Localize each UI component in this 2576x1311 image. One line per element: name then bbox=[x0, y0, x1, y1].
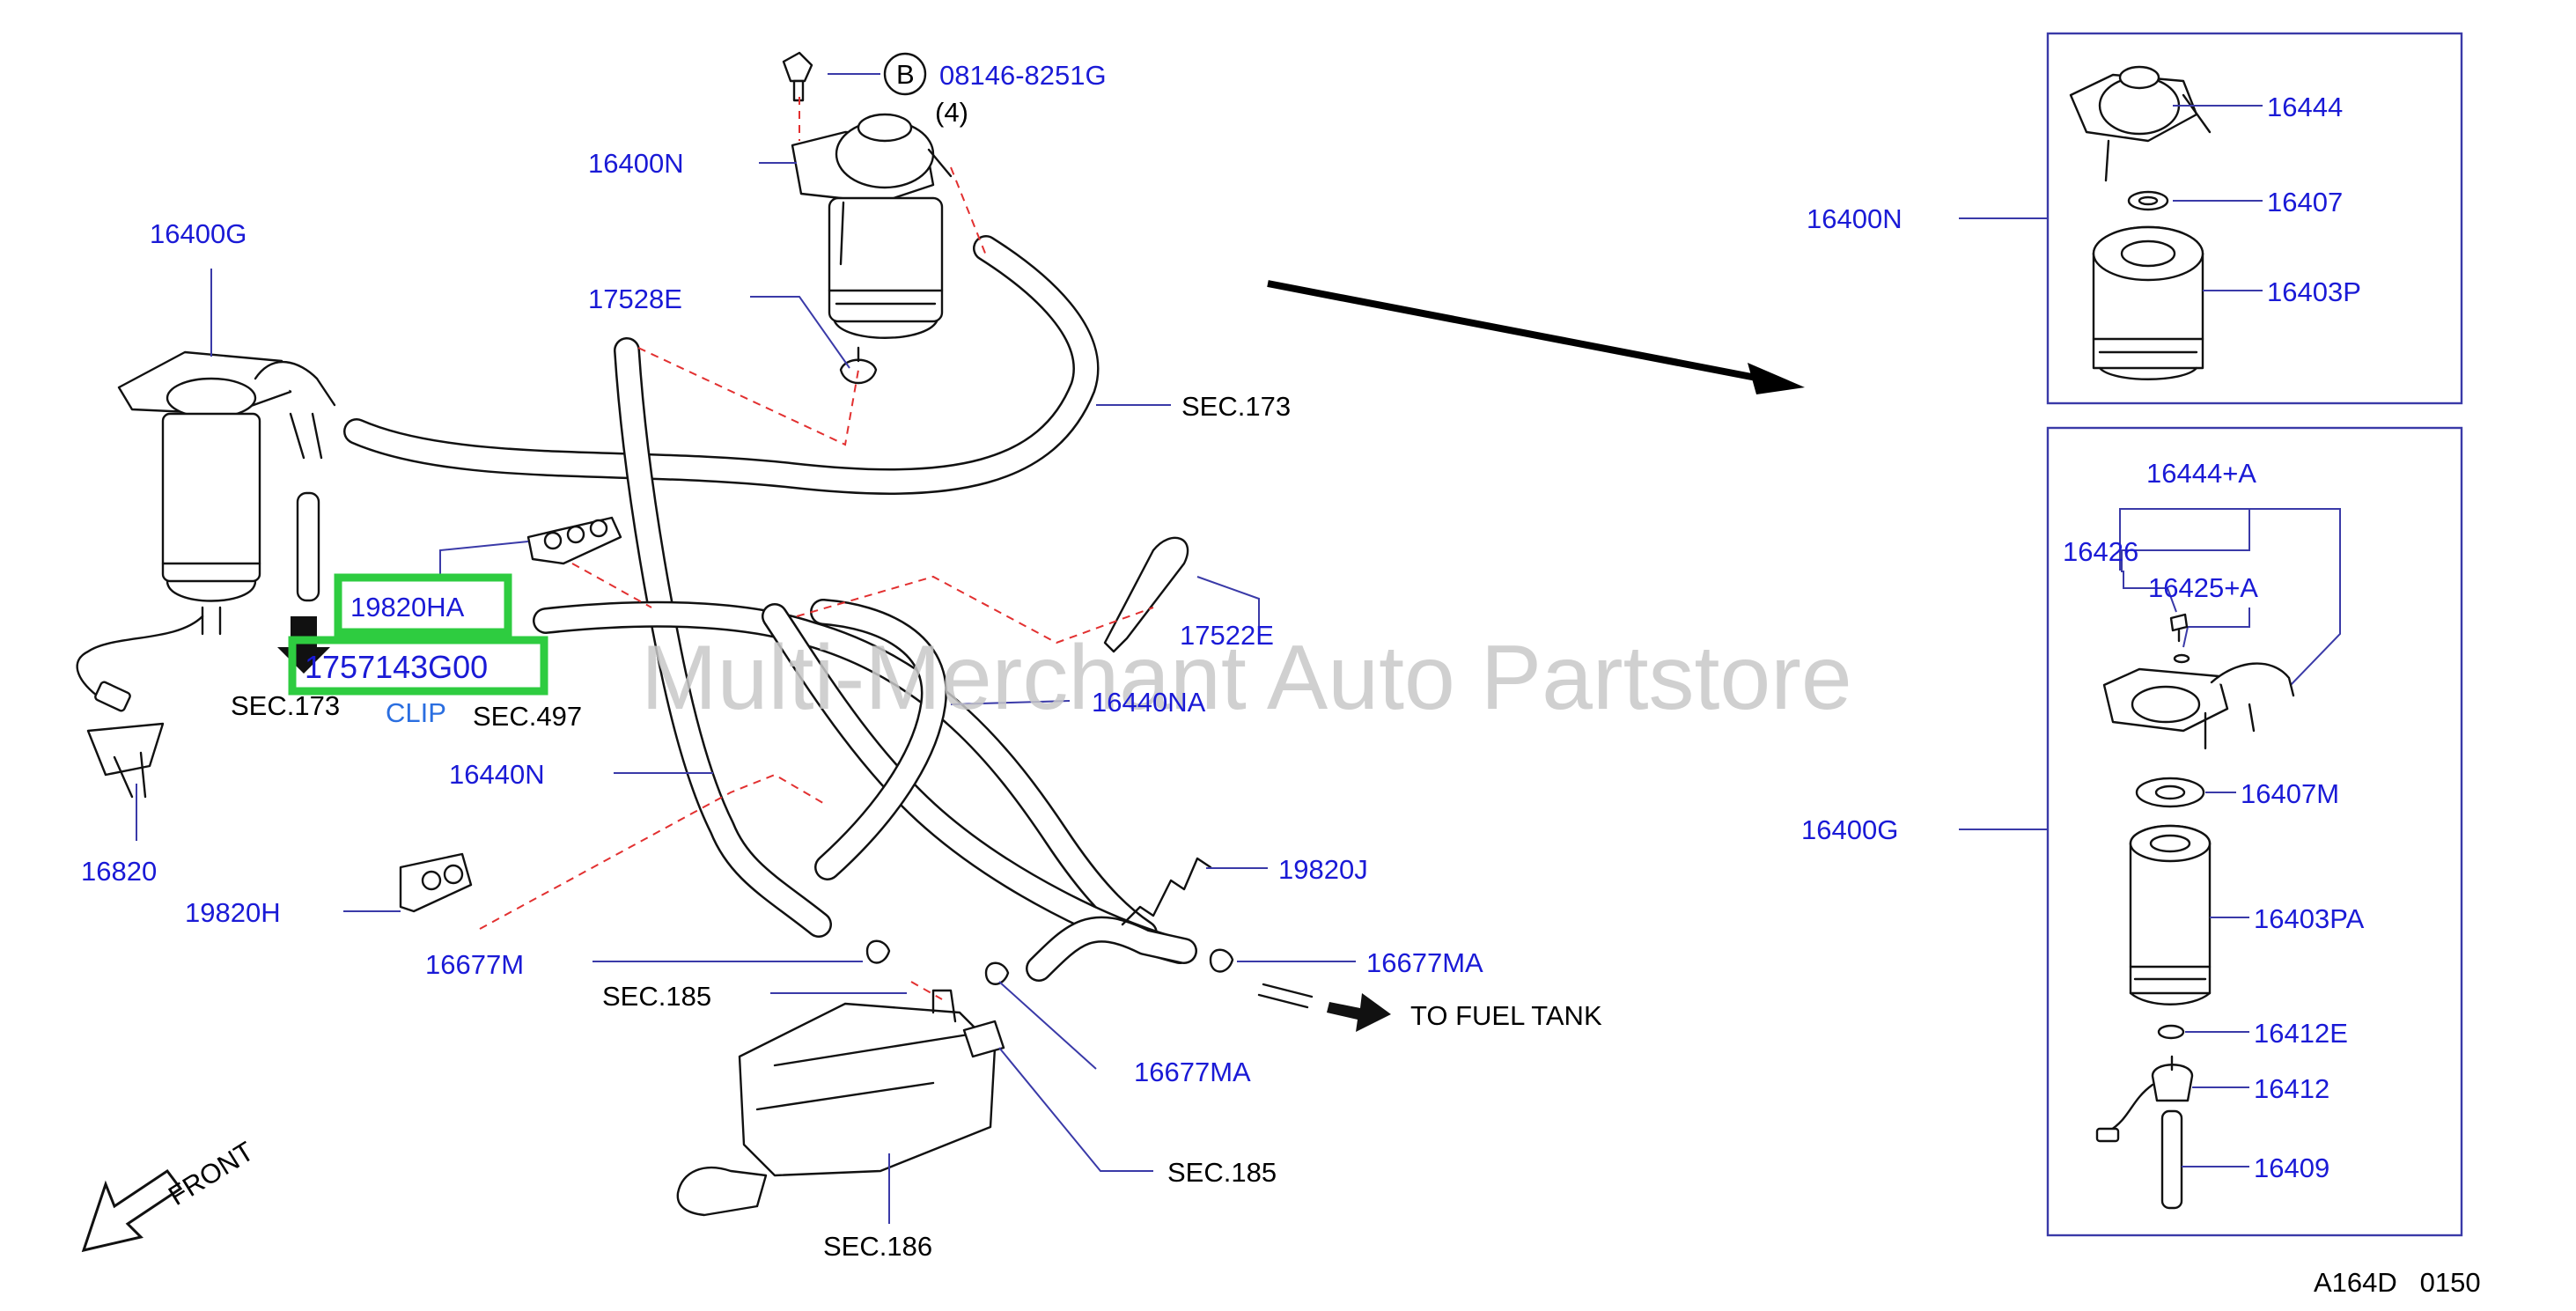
hose-clips bbox=[399, 516, 1234, 985]
part-label-16400N[interactable]: 16400N bbox=[588, 148, 684, 179]
part-label-16440NA[interactable]: 16440NA bbox=[1092, 687, 1206, 718]
watermark: Multi-Merchant Auto Partstore bbox=[641, 627, 1852, 729]
section-label-sec173-left[interactable]: SEC.173 bbox=[231, 690, 340, 721]
injection-pump-illustration bbox=[676, 989, 1005, 1217]
arrows bbox=[81, 280, 1805, 1253]
part-label-16403PA[interactable]: 16403PA bbox=[2254, 903, 2365, 934]
quantity-label: (4) bbox=[935, 97, 968, 128]
section-label-sec185-low[interactable]: SEC.185 bbox=[1167, 1157, 1277, 1188]
section-label-sec173-right[interactable]: SEC.173 bbox=[1181, 391, 1291, 422]
section-label-sec185-left[interactable]: SEC.185 bbox=[602, 981, 711, 1012]
part-label-16677M[interactable]: 16677M bbox=[425, 949, 524, 980]
detail-label-16400N[interactable]: 16400N bbox=[1807, 203, 1903, 234]
section-label-sec186[interactable]: SEC.186 bbox=[823, 1231, 932, 1262]
part-label-08146-8251G[interactable]: 08146-8251G bbox=[939, 60, 1107, 91]
fuel-filter-16400N-illustration bbox=[782, 51, 953, 385]
circle-b-letter: B bbox=[896, 59, 915, 90]
part-label-16412[interactable]: 16412 bbox=[2254, 1073, 2329, 1104]
part-label-16403P[interactable]: 16403P bbox=[2267, 276, 2361, 307]
highlight-box-1757143G00 bbox=[288, 636, 548, 696]
part-label-16440N[interactable]: 16440N bbox=[449, 759, 545, 790]
part-label-16677MA-low[interactable]: 16677MA bbox=[1134, 1057, 1251, 1087]
highlight-box-19820HA bbox=[334, 573, 512, 637]
hose-lines bbox=[296, 235, 1314, 1009]
part-label-16426[interactable]: 16426 bbox=[2063, 536, 2138, 567]
part-label-16412E[interactable]: 16412E bbox=[2254, 1018, 2348, 1049]
part-label-16444-plus-a[interactable]: 16444+A bbox=[2146, 458, 2256, 489]
fuel-filter-16400G-illustration bbox=[76, 350, 336, 799]
section-label-sec497[interactable]: SEC.497 bbox=[473, 701, 582, 732]
part-label-16677MA-right[interactable]: 16677MA bbox=[1366, 947, 1483, 978]
to-fuel-tank-label: TO FUEL TANK bbox=[1410, 1000, 1602, 1031]
part-label-17522E[interactable]: 17522E bbox=[1180, 620, 1274, 651]
part-label-16425-plus-a[interactable]: 16425+A bbox=[2148, 572, 2258, 603]
part-label-19820H[interactable]: 19820H bbox=[185, 897, 281, 928]
part-label-16407M[interactable]: 16407M bbox=[2241, 778, 2339, 809]
part-label-19820J[interactable]: 19820J bbox=[1278, 854, 1368, 885]
part-label-16407[interactable]: 16407 bbox=[2267, 187, 2343, 217]
detail-box-16400G bbox=[1959, 426, 2463, 1237]
to-fuel-tank-arrow-icon bbox=[1327, 993, 1391, 1032]
part-label-1757143G00[interactable]: 1757143G00 bbox=[305, 649, 488, 685]
detail-box-16400N bbox=[1959, 32, 2463, 405]
detail-label-16400G[interactable]: 16400G bbox=[1801, 814, 1898, 845]
clip-label: CLIP bbox=[386, 697, 446, 728]
part-label-16409[interactable]: 16409 bbox=[2254, 1153, 2329, 1183]
part-label-17528E[interactable]: 17528E bbox=[588, 284, 682, 314]
front-arrow-icon bbox=[81, 1168, 183, 1253]
diagram-code: A164D 0150 bbox=[2314, 1267, 2481, 1298]
part-label-19820HA[interactable]: 19820HA bbox=[350, 592, 465, 622]
leader-lines bbox=[136, 73, 1356, 1224]
part-label-16820[interactable]: 16820 bbox=[81, 856, 157, 887]
front-label: FRONT bbox=[163, 1136, 259, 1212]
assembly-dashed-lines bbox=[479, 97, 1154, 1000]
part-label-16400G[interactable]: 16400G bbox=[150, 218, 247, 249]
reference-circle-b bbox=[883, 52, 927, 96]
part-label-16444[interactable]: 16444 bbox=[2267, 92, 2343, 122]
